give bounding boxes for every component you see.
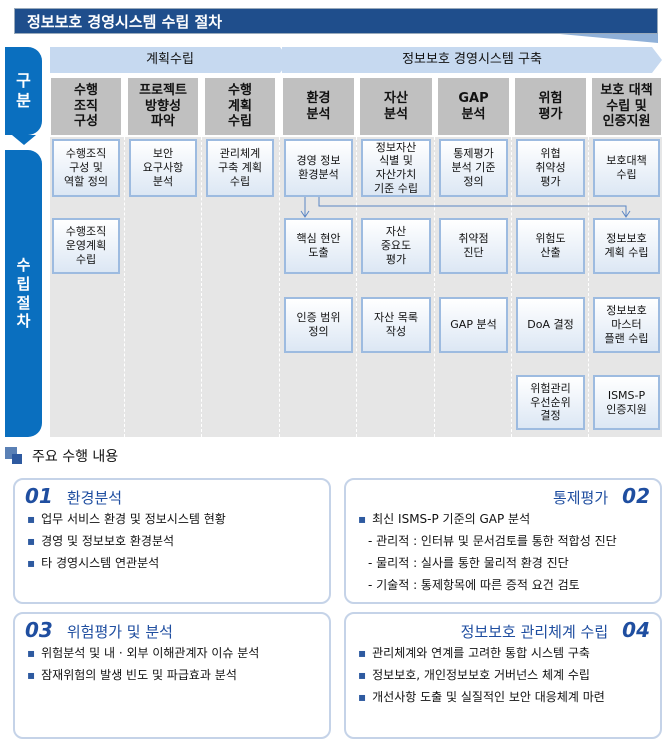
item-text: 위험분석 및 내 · 외부 이해관계자 이슈 분석 [41,646,260,660]
summary-card: 01 환경분석 ▪ 업무 서비스 환경 및 정보시스템 현황 ▪ 경영 및 정보보호 환경… [13,478,331,604]
item-text: 개선사항 도출 및 실질적인 보안 대응체계 마련 [372,690,605,704]
item-text: 정보보호, 개인정보보호 거버넌스 체계 수립 [372,668,590,682]
step-box: 정보자산 식별 및 자산가치 기준 수립 [361,139,431,197]
column-divider [356,137,357,437]
card-list-item: ▪ 타 경영시스템 연관분석 [27,552,329,574]
step-box: ISMS-P 인증지원 [593,375,660,430]
item-text: 최신 ISMS-P 기준의 GAP 분석 [372,512,531,526]
step-box: 취약점 진단 [439,218,508,274]
card-number: 02 [622,484,650,508]
summary-card: 통제평가 02 ▪ 최신 ISMS-P 기준의 GAP 분석 - 관리적 : 인터뷰 및… [344,478,662,604]
down-arrow-icon [12,135,36,145]
card-list-item: ▪ 경영 및 정보보호 환경분석 [27,530,329,552]
phase-build: 정보보호 경영시스템 구축 [282,47,662,73]
item-text: 잠재위험의 발생 빈도 및 파급효과 분석 [41,668,237,682]
card-sub-item: - 기술적 : 통제항목에 따른 증적 요건 검토 [368,578,580,592]
bullet-icon: ▪ [358,512,367,526]
column-header: 위험 평가 [515,78,586,135]
step-box: 수행조직 구성 및 역할 정의 [52,139,120,197]
phase-planning: 계획수립 [50,47,290,73]
column-divider [511,137,512,437]
step-box: DoA 결정 [516,297,585,353]
step-box: 보호대책 수립 [593,139,660,197]
bullet-icon: ▪ [27,534,36,548]
bullet-icon: ▪ [27,668,36,682]
section-title: 주요 수행 내용 [32,449,119,465]
card-list-item: ▪ 개선사항 도출 및 실질적인 보안 대응체계 마련 [358,686,660,708]
column-header: 보호 대책 수립 및 인증지원 [592,78,661,135]
step-box: 자산 중요도 평가 [361,218,431,274]
card-list-item: ▪ 업무 서비스 환경 및 정보시스템 현황 [27,508,329,530]
bullet-icon: ▪ [358,646,367,660]
summary-card: 정보보호 관리체계 수립 04 ▪ 관리체계와 연계를 고려한 통합 시스템 구축 ▪ 정… [344,612,662,739]
column-divider [434,137,435,437]
card-title: 환경분석 [66,489,123,507]
column-divider [279,137,280,437]
item-text: 관리체계와 연계를 고려한 통합 시스템 구축 [372,646,590,660]
column-header: 환경 분석 [283,78,354,135]
step-box: 위협 취약성 평가 [516,139,585,197]
card-title: 위험평가 및 분석 [66,623,173,641]
step-box: 경영 정보 환경분석 [284,139,353,197]
summary-card: 03 위험평가 및 분석 ▪ 위험분석 및 내 · 외부 이해관계자 이슈 분석 ▪ 잠재… [13,612,331,739]
card-number: 03 [25,618,53,642]
step-box: 보안 요구사항 분석 [129,139,197,197]
step-box: 통제평가 분석 기준 정의 [439,139,508,197]
column-divider [201,137,202,437]
side-label-procedure: 수 립 절 차 [5,150,42,437]
step-box: 핵심 현안 도출 [284,218,353,274]
card-list-item: ▪ 관리체계와 연계를 고려한 통합 시스템 구축 [358,642,660,664]
card-sub-item: - 관리적 : 인터뷰 및 문서검토를 통한 적합성 진단 [368,534,617,548]
item-text: 업무 서비스 환경 및 정보시스템 현황 [41,512,226,526]
column-header: GAP 분석 [438,78,509,135]
column-header: 자산 분석 [360,78,432,135]
column-divider [124,137,125,437]
bullet-icon: ▪ [358,690,367,704]
step-box: 위험도 산출 [516,218,585,274]
page-title: 정보보호 경영시스템 수립 절차 [14,8,658,34]
column-header: 프로젝트 방향성 파악 [128,78,198,135]
bullet-icon: ▪ [358,668,367,682]
column-header: 수행 계획 수립 [205,78,275,135]
card-number: 01 [25,484,53,508]
title-decoration [560,34,658,43]
item-text: 타 경영시스템 연관분석 [41,556,160,570]
step-box: 수행조직 운영계획 수립 [52,218,120,274]
item-text: 경영 및 정보보호 환경분석 [41,534,175,548]
step-box: 정보보호 계획 수립 [593,218,660,274]
arrow-line [318,197,627,217]
column-divider [588,137,589,437]
card-list-item: ▪ 위험분석 및 내 · 외부 이해관계자 이슈 분석 [27,642,329,664]
card-sub-item: - 물리적 : 실사를 통한 물리적 환경 진단 [368,556,569,570]
bullet-icon: ▪ [27,556,36,570]
bullet-icon: ▪ [27,512,36,526]
card-list-item: ▪ 정보보호, 개인정보보호 거버넌스 체계 수립 [358,664,660,686]
section-icon [12,454,22,464]
step-box: 위험관리 우선순위 결정 [516,375,585,430]
step-box: 인증 범위 정의 [284,297,353,353]
arrow-head-icon [621,210,631,218]
side-label-category: 구 분 [5,47,42,135]
step-box: GAP 분석 [439,297,508,353]
card-title: 정보보호 관리체계 수립 [460,623,609,641]
step-box: 정보보호 마스터 플랜 수립 [593,297,660,353]
card-number: 04 [622,618,650,642]
card-list-item: ▪ 잠재위험의 발생 빈도 및 파급효과 분석 [27,664,329,686]
card-list-item: ▪ 최신 ISMS-P 기준의 GAP 분석 [358,508,660,530]
bullet-icon: ▪ [27,646,36,660]
column-header: 수행 조직 구성 [51,78,121,135]
flow-arrows [300,197,631,218]
step-box: 관리체계 구축 계획 수립 [206,139,274,197]
arrow-head-icon [300,210,310,218]
step-box: 자산 목록 작성 [361,297,431,353]
card-title: 통제평가 [552,489,609,507]
